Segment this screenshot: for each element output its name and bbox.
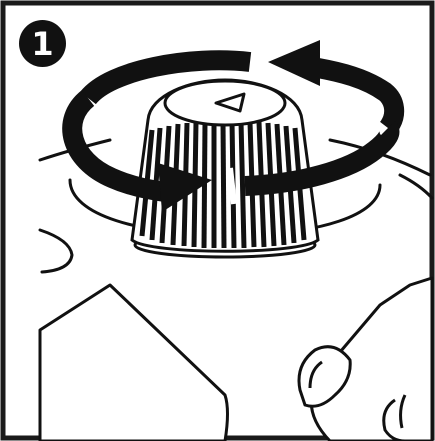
step-number-badge: 1: [19, 20, 66, 67]
